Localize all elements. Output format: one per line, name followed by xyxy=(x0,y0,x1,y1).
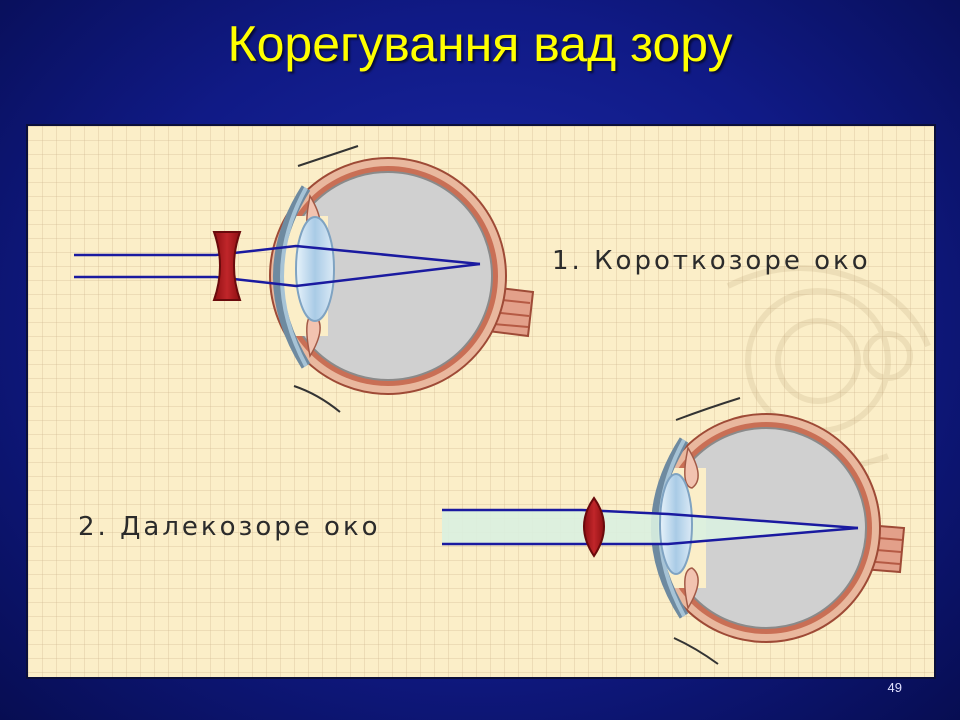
label-hyperopic-eye: 2. Далекозоре око xyxy=(78,512,381,542)
hyperopic-light-beam xyxy=(442,510,858,544)
hyperopic-eye-lens xyxy=(659,473,693,575)
label-myopic-eye: 1. Короткозоре око xyxy=(552,246,871,276)
hyperopic-light-rays xyxy=(442,508,859,546)
slide-title: Корегування вад зору xyxy=(227,16,733,72)
eye-correction-diagram xyxy=(74,145,931,665)
convex-lens xyxy=(583,496,605,558)
page-number: 49 xyxy=(887,680,902,695)
myopic-light-rays xyxy=(74,244,481,288)
concave-lens xyxy=(212,231,242,301)
diagram-panel: 1. Короткозоре око 2. Далекозоре око xyxy=(26,124,936,679)
myopic-eye xyxy=(269,145,535,413)
